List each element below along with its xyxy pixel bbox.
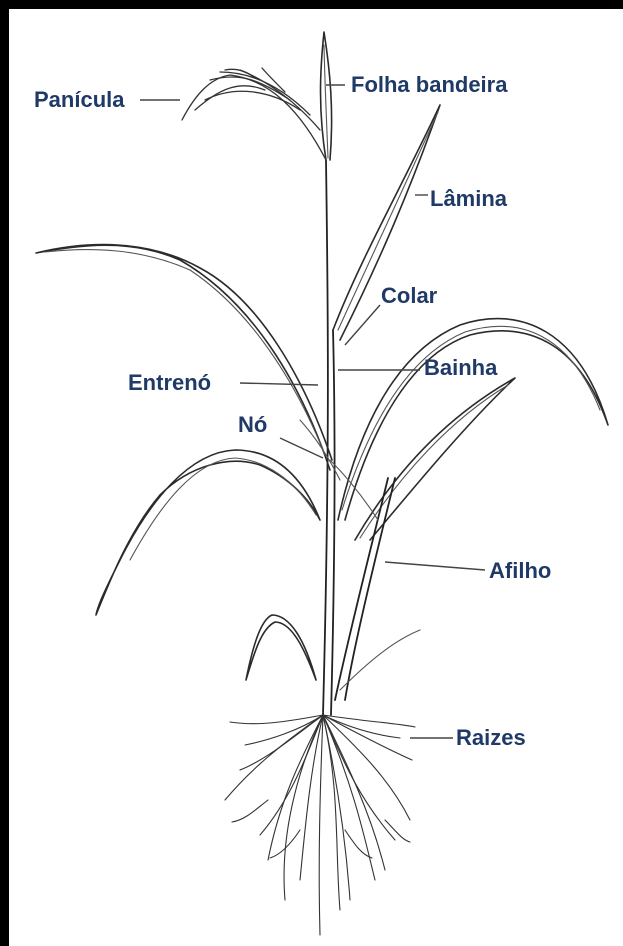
label-bainha: Bainha <box>424 355 498 380</box>
label-panicula: Panícula <box>34 87 125 112</box>
label-entreno: Entrenó <box>128 370 211 395</box>
leader-afilho <box>385 562 485 570</box>
label-folha-bandeira: Folha bandeira <box>351 72 508 97</box>
label-no: Nó <box>238 412 267 437</box>
left-arching-leaf <box>36 245 332 470</box>
tiller-stem-2 <box>335 478 388 700</box>
leader-entreno <box>240 383 318 385</box>
label-raizes: Raizes <box>456 725 526 750</box>
panicle <box>182 68 326 160</box>
roots <box>225 715 415 935</box>
lower-left-leaf <box>96 450 320 615</box>
tiller-stem <box>345 478 395 700</box>
label-colar: Colar <box>381 283 438 308</box>
small-leaf <box>246 615 316 680</box>
rice-plant-drawing <box>36 32 608 935</box>
main-stem-sheath <box>331 330 334 715</box>
leader-colar <box>345 305 380 345</box>
labels: Panícula Folha bandeira Lâmina Colar Ent… <box>34 72 551 750</box>
label-afilho: Afilho <box>489 558 551 583</box>
label-lamina: Lâmina <box>430 186 508 211</box>
